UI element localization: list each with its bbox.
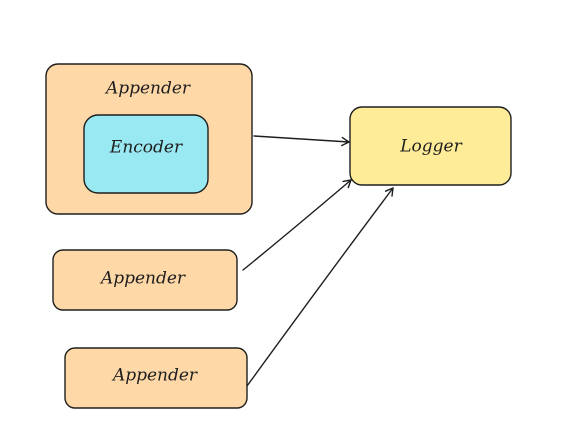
logger-box [349, 106, 512, 186]
arrow-appender-2-to-logger [242, 179, 352, 271]
arrow-appender-encoder-to-logger [253, 135, 350, 147]
appender-3-box [64, 347, 248, 409]
appender-2-node[interactable]: Appender [52, 249, 238, 311]
appender-3-label: Appender [111, 366, 198, 386]
appender-3-node[interactable]: Appender [64, 347, 248, 409]
logger-label: Logger [399, 137, 462, 157]
encoder-label: Encoder [109, 138, 183, 158]
appender-2-box [52, 249, 238, 311]
encoder-node[interactable]: Encoder [83, 114, 209, 194]
appender-with-encoder-node[interactable]: Appender Encoder [45, 63, 253, 215]
appender-2-label: Appender [99, 269, 186, 289]
arrow-appender-3-to-logger [246, 187, 394, 387]
logger-node[interactable]: Logger [349, 106, 512, 186]
appender-with-encoder-label: Appender [104, 79, 191, 99]
encoder-box [83, 114, 209, 194]
